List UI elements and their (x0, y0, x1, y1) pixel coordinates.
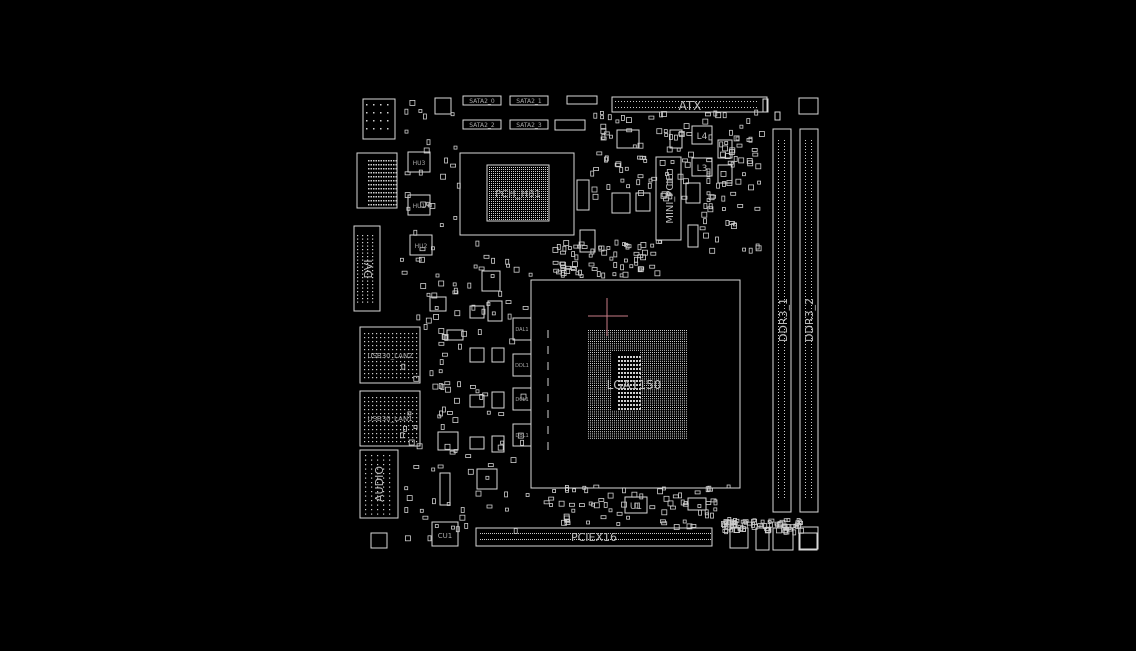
ps2-pins (366, 104, 389, 130)
vga-pins (368, 160, 397, 206)
sata-0-label: SATA2_0 (469, 98, 495, 105)
ddl1-label: DDL1 (515, 363, 529, 369)
audio-port (359, 449, 399, 519)
hu2-label: HU2 (415, 243, 428, 250)
dal1-label: DAL1 (515, 327, 528, 333)
usb30-lan1-label: USB30_LAN1 (367, 415, 412, 423)
mini-pcie-label: MINI_PCIE (665, 174, 676, 223)
ddr3-2-slot (799, 128, 819, 513)
top-right-block (798, 97, 819, 115)
ddl1-chip (512, 353, 532, 377)
cu1-label: CU1 (438, 532, 452, 540)
audio-label: AUDIO (373, 466, 386, 502)
sata-0 (462, 95, 502, 106)
cursor-crosshair (588, 298, 628, 336)
sata-3 (509, 119, 549, 130)
atx-pins (615, 101, 757, 108)
dcl1-chip (512, 387, 532, 411)
usb30-lan1-port (359, 390, 421, 447)
ddr3-1-label: DDR3_1 (777, 298, 790, 342)
sata-2 (462, 119, 502, 130)
dcl1-label: DCL1 (515, 397, 528, 403)
mini-pcie-slot (655, 156, 682, 241)
dal1-chip (512, 317, 532, 341)
lan2-pins (364, 333, 418, 379)
audio-pins (365, 455, 391, 515)
usb30-lan2-port (359, 326, 421, 384)
ddr3-1-slot (772, 128, 792, 513)
usb30-lan2-label: USB30_LAN2 (367, 352, 412, 360)
lga-label: LGA1150 (607, 378, 662, 392)
hu2-chip (409, 234, 433, 256)
cpu-socket (530, 279, 741, 489)
dbl1-chip (512, 423, 532, 447)
hu1-label: HU1 (413, 203, 426, 210)
pciex16-pins (480, 533, 711, 540)
pch-chip (459, 152, 575, 236)
dvi-label: DVI (362, 259, 375, 278)
l4-label: L4 (697, 132, 708, 142)
u1-label: U1 (630, 502, 642, 512)
ddr3-2-label: DDR3_2 (803, 298, 816, 342)
ddr3-2-pins (805, 140, 812, 498)
hu3-label: HU3 (413, 160, 426, 167)
sata-1 (509, 95, 549, 106)
dvi-pins (357, 235, 374, 303)
pciex16-label: PCIEX16 (571, 531, 617, 544)
ddr3-1-pins (778, 140, 785, 498)
ps2-port (362, 98, 396, 140)
sata-1-label: SATA2_1 (516, 98, 542, 105)
lan1-pins (364, 397, 418, 443)
pch-label: PCH_H81 (495, 189, 541, 200)
dbl1-label: DBL1 (515, 433, 528, 439)
atx-header (611, 96, 768, 113)
sata-3-label: SATA2_3 (516, 122, 542, 129)
pciex16-slot (475, 527, 713, 547)
cu1-chip (431, 521, 459, 547)
pch-ball-grid (489, 167, 548, 220)
l3-inductor (691, 157, 713, 177)
dvi-port (353, 225, 381, 312)
atx-label: ATX (679, 99, 702, 113)
cpu-center-pads (618, 356, 641, 410)
passive-components (399, 100, 804, 542)
l3-label: L3 (697, 164, 708, 174)
sata-2-label: SATA2_2 (469, 122, 495, 129)
